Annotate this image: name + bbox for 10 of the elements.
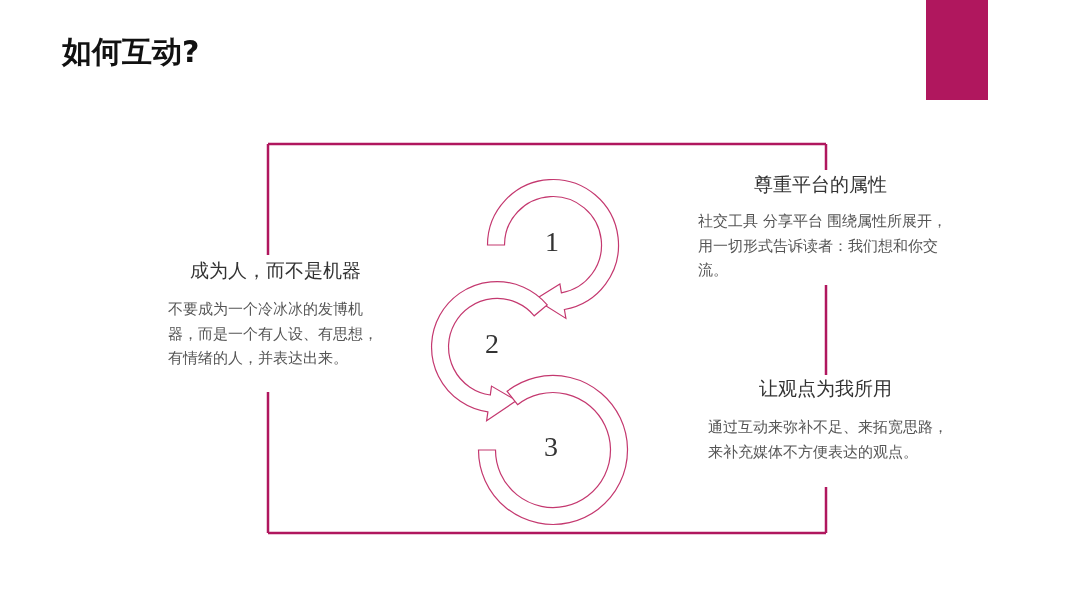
section-heading: 尊重平台的属性 <box>752 172 888 197</box>
body-text: 不要成为一个冷冰冰的发博机器，而是一个有人设、有思想，有情绪的人，并表达出来。 <box>168 300 379 368</box>
title: 如何互动? <box>62 33 200 71</box>
body-text: 社交工具 分享平台 围绕属性所展开，用一切形式告诉读者：我们想和你交流。 <box>698 212 949 280</box>
step-number: 3 <box>544 431 558 463</box>
section-heading: 成为人，而不是机器 <box>188 258 362 283</box>
section-heading: 让观点为我所用 <box>757 376 893 401</box>
step-number: 2 <box>485 328 499 360</box>
body-text: 通过互动来弥补不足、来拓宽思路，来补充媒体不方便表达的观点。 <box>708 418 948 462</box>
step-number: 1 <box>545 226 559 258</box>
